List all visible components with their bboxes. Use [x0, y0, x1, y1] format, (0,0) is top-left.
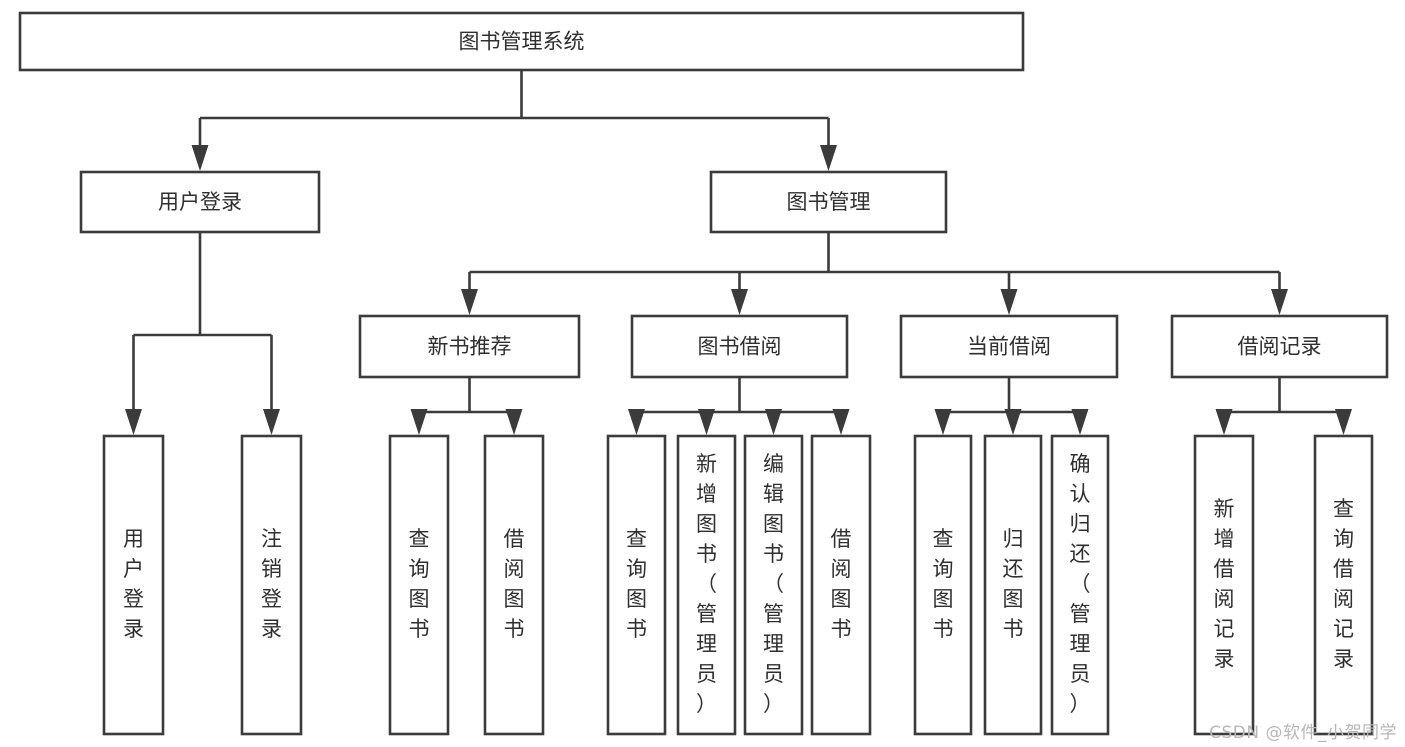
arrow-head-icon [1004, 409, 1022, 435]
node-label: 查询图书 [933, 527, 954, 641]
node-label: 新增图书（管理员） [696, 452, 717, 716]
arrow-head-icon [1271, 289, 1288, 315]
tree-node[interactable]: 查询图书 [606, 434, 667, 736]
tree-node[interactable]: 编辑图书（管理员） [743, 434, 804, 736]
node-label: 当前借阅 [967, 335, 1051, 359]
node-label: 用户登录 [158, 190, 242, 214]
node-box[interactable] [899, 314, 1119, 379]
node-box[interactable] [606, 434, 667, 736]
node-label: 借阅记录 [1238, 335, 1322, 359]
node-label: 新书推荐 [428, 335, 512, 359]
tree-node[interactable]: 归还图书 [983, 434, 1043, 736]
node-box[interactable] [18, 11, 1025, 72]
node-box[interactable] [709, 170, 948, 234]
node-label: 归还图书 [1003, 527, 1024, 641]
watermark-label: CSDN @软件_小贺同学 [1209, 723, 1397, 743]
node-box[interactable] [676, 434, 737, 736]
node-label: 查询借阅记录 [1333, 497, 1354, 671]
tree-node[interactable]: 查询图书 [913, 434, 973, 736]
node-label: 图书管理 [787, 190, 871, 214]
arrow-head-icon [461, 289, 478, 315]
node-box[interactable] [1313, 434, 1374, 736]
node-label: 确认归还（管理员） [1070, 452, 1091, 716]
arrow-head-icon [410, 409, 428, 435]
arrow-head-icon [731, 289, 748, 315]
arrow-head-icon [191, 145, 209, 171]
tree-node[interactable]: 图书管理系统 [18, 11, 1025, 72]
tree-node[interactable]: 当前借阅 [899, 314, 1119, 379]
arrow-head-icon [628, 409, 645, 435]
tree-node[interactable]: 确认归还（管理员） [1050, 434, 1110, 736]
node-label: 编辑图书（管理员） [763, 452, 784, 716]
node-box[interactable] [913, 434, 973, 736]
node-label: 图书管理系统 [459, 30, 585, 54]
arrow-head-icon [765, 409, 782, 435]
arrow-head-icon [1000, 289, 1018, 315]
arrow-head-icon [125, 409, 142, 435]
tree-node[interactable]: 用户登录 [102, 434, 165, 736]
tree-node[interactable]: 查询借阅记录 [1313, 434, 1374, 736]
tree-node[interactable]: 查询图书 [388, 434, 450, 736]
node-label: 查询图书 [409, 527, 430, 641]
arrow-head-icon [934, 409, 952, 435]
node-box[interactable] [810, 434, 872, 736]
node-label: 图书借阅 [698, 335, 782, 359]
tree-node[interactable]: 新书推荐 [358, 314, 581, 379]
node-label: 注销登录 [261, 527, 282, 641]
node-box[interactable] [1170, 314, 1389, 379]
node-box[interactable] [983, 434, 1043, 736]
node-label: 借阅图书 [831, 527, 852, 641]
arrow-head-icon [1071, 409, 1089, 435]
tree-node[interactable]: 新增借阅记录 [1193, 434, 1255, 736]
tree-node[interactable]: 借阅图书 [810, 434, 872, 736]
node-layer: 图书管理系统用户登录图书管理新书推荐图书借阅当前借阅借阅记录用户登录注销登录查询… [18, 11, 1389, 736]
node-box[interactable] [483, 434, 545, 736]
node-box[interactable] [79, 170, 321, 234]
node-label: 查询图书 [626, 527, 647, 641]
tree-node[interactable]: 用户登录 [79, 170, 321, 234]
node-box[interactable] [358, 314, 581, 379]
tree-node[interactable]: 注销登录 [240, 434, 303, 736]
arrow-head-icon [832, 409, 850, 435]
node-box[interactable] [743, 434, 804, 736]
arrow-head-icon [263, 409, 280, 435]
arrow-head-icon [1335, 409, 1352, 435]
node-box[interactable] [102, 434, 165, 736]
tree-node[interactable]: 新增图书（管理员） [676, 434, 737, 736]
node-label: 借阅图书 [504, 527, 525, 641]
arrow-head-icon [820, 145, 837, 171]
arrow-head-icon [505, 409, 523, 435]
tree-node[interactable]: 图书管理 [709, 170, 948, 234]
node-label: 用户登录 [123, 527, 144, 641]
node-box[interactable] [388, 434, 450, 736]
arrow-head-icon [698, 409, 715, 435]
node-label: 新增借阅记录 [1214, 497, 1235, 671]
node-box[interactable] [1193, 434, 1255, 736]
arrow-head-icon [1215, 409, 1233, 435]
tree-node[interactable]: 借阅记录 [1170, 314, 1389, 379]
tree-node[interactable]: 借阅图书 [483, 434, 545, 736]
tree-node[interactable]: 图书借阅 [630, 314, 849, 379]
node-box[interactable] [630, 314, 849, 379]
node-box[interactable] [240, 434, 303, 736]
connector-layer [125, 70, 1352, 435]
node-box[interactable] [1050, 434, 1110, 736]
